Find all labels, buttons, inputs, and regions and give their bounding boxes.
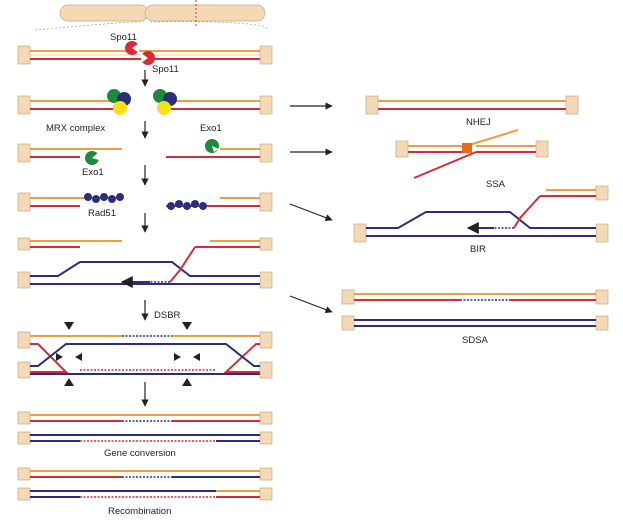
exo1-right-label: Exo1: [200, 123, 222, 134]
row-exo1: Exo1 Exo1: [17, 123, 273, 178]
row-rad51: Rad51: [17, 192, 273, 219]
row-strand-invasion: [17, 237, 273, 289]
row-dsbr: [17, 322, 273, 386]
bir-label: BIR: [470, 244, 486, 255]
pathway-bir: BIR: [353, 185, 609, 255]
exo1-left-icon: [85, 151, 99, 165]
exo1-right-icon: [205, 139, 219, 153]
rad51-filament-right-icon: [167, 200, 207, 210]
gene-conversion-label: Gene conversion: [104, 448, 176, 459]
mrx-complex-left-icon: [107, 89, 131, 115]
triangle-marker-icon: [56, 322, 200, 386]
side-arrows: [289, 102, 333, 314]
mrx-complex-label: MRX complex: [46, 123, 105, 134]
chromosome-icon: [34, 0, 269, 31]
mrx-complex-right-icon: [153, 89, 177, 115]
pathway-nhej: NHEJ: [365, 95, 579, 128]
rad51-label: Rad51: [88, 208, 116, 219]
spo11-top-label: Spo11: [110, 32, 137, 43]
row-recombination: Recombination: [17, 467, 273, 517]
recombination-label: Recombination: [108, 506, 171, 517]
spo11-bottom-label: Spo11: [152, 64, 179, 75]
sdsa-label: SDSA: [462, 335, 489, 346]
crossover-square-icon: [462, 143, 472, 153]
exo1-left-label: Exo1: [82, 167, 104, 178]
dsbr-label: DSBR: [154, 310, 181, 321]
row-spo11: Spo11 Spo11: [17, 32, 273, 75]
row-mrx: MRX complex: [17, 89, 273, 134]
nhej-label: NHEJ: [466, 117, 491, 128]
row-gene-conversion: Gene conversion: [17, 411, 273, 459]
ssa-label: SSA: [486, 179, 506, 190]
pathway-sdsa: SDSA: [341, 289, 609, 346]
rad51-filament-left-icon: [84, 193, 124, 203]
pathway-ssa: SSA: [395, 129, 549, 190]
